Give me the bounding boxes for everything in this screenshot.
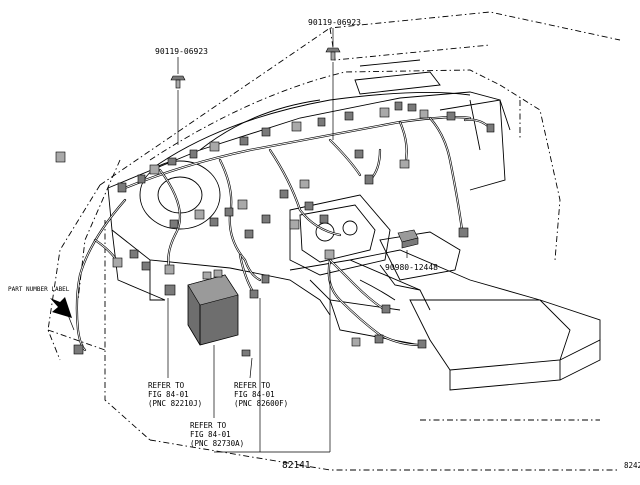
right-connector-part [397, 229, 419, 249]
svg-text:(PNC 82730A): (PNC 82730A) [190, 439, 244, 448]
instrument-panel [107, 59, 511, 316]
svg-text:REFER TO: REFER TO [234, 381, 271, 390]
svg-text:REFER TO: REFER TO [148, 381, 185, 390]
part-number-label-text: PART NUMBER LABEL [8, 286, 70, 293]
svg-text:(PNC 82210J): (PNC 82210J) [148, 399, 202, 408]
wiring-harness [75, 116, 492, 352]
main-part-number: 82141 [282, 460, 311, 471]
vehicle-body-outline [47, 11, 621, 471]
part-callout-right-bolt: 90119-06923 [308, 18, 361, 27]
part-callout-right-connector: 90980-12448 [385, 263, 438, 272]
bolt-right [325, 47, 341, 61]
reference-note-82210j: REFER TO FIG 84-01 (PNC 82210J) [148, 381, 202, 408]
harness-connectors [55, 101, 495, 357]
bolt-left [170, 75, 186, 89]
center-console [289, 249, 601, 391]
reference-note-82730a: REFER TO FIG 84-01 (PNC 82730A) [190, 421, 244, 448]
reference-note-82600f: REFER TO FIG 84-01 (PNC 82600F) [234, 381, 288, 408]
leader-lines [167, 28, 408, 453]
part-number-label-arrow [50, 297, 75, 331]
svg-text:FIG 84-01: FIG 84-01 [190, 430, 231, 439]
svg-text:FIG 84-01: FIG 84-01 [234, 390, 275, 399]
part-callout-left-bolt: 90119-06923 [155, 47, 208, 56]
svg-text:FIG 84-01: FIG 84-01 [148, 390, 189, 399]
svg-text:REFER TO: REFER TO [190, 421, 227, 430]
figure-code: 8242 [624, 461, 640, 470]
junction-block [164, 269, 239, 346]
svg-text:(PNC 82600F): (PNC 82600F) [234, 399, 288, 408]
